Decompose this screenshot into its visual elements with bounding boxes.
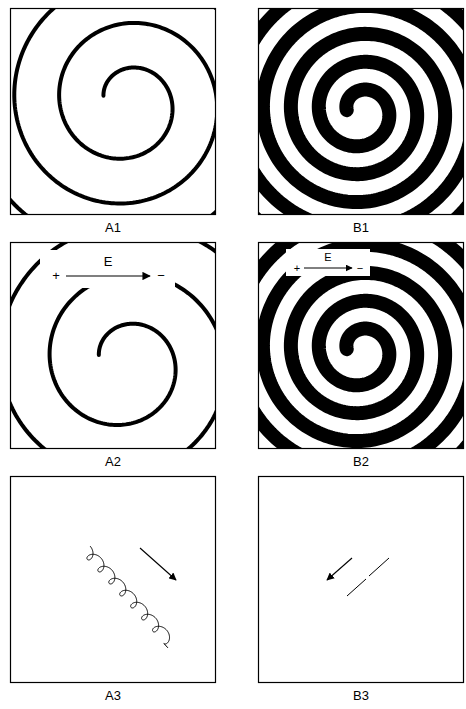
- spiral-path: [258, 8, 463, 214]
- panel-label: A3: [105, 689, 121, 703]
- spiral-path: [10, 242, 215, 448]
- panel-frame: [259, 477, 464, 683]
- panel-label: B2: [353, 455, 369, 469]
- polarity-sign: −: [356, 262, 364, 274]
- thin-spiral: [10, 8, 215, 214]
- panel-frame: [259, 243, 464, 449]
- field-arrow: [66, 275, 150, 276]
- panel-label: A1: [105, 221, 121, 235]
- field-arrow: [304, 268, 352, 269]
- looping-trajectory: [87, 546, 170, 648]
- panel-label: B3: [353, 689, 369, 703]
- field-patch: [40, 250, 175, 288]
- straight-trajectory: [347, 579, 366, 596]
- panel-label: A2: [105, 455, 121, 469]
- thick-spiral: [258, 8, 463, 214]
- panel-label: B1: [353, 221, 369, 235]
- spiral-path: [258, 242, 463, 448]
- panel-frame: [11, 477, 216, 683]
- straight-trajectory: [369, 558, 389, 576]
- spiral-path: [10, 8, 215, 214]
- thin-spiral: [10, 242, 215, 448]
- field-patch: [286, 249, 370, 276]
- panel-frame: [259, 9, 464, 215]
- drift-arrow: [327, 558, 352, 580]
- loop-path: [87, 546, 170, 648]
- polarity-sign: −: [156, 269, 166, 283]
- drift-arrow: [140, 548, 176, 580]
- thick-spiral: [258, 242, 463, 448]
- polarity-sign: +: [293, 262, 301, 274]
- panel-frame: [11, 243, 216, 449]
- polarity-sign: +: [51, 269, 61, 283]
- field-label: E: [103, 255, 114, 269]
- field-label: E: [323, 251, 332, 263]
- panel-frame: [11, 9, 216, 215]
